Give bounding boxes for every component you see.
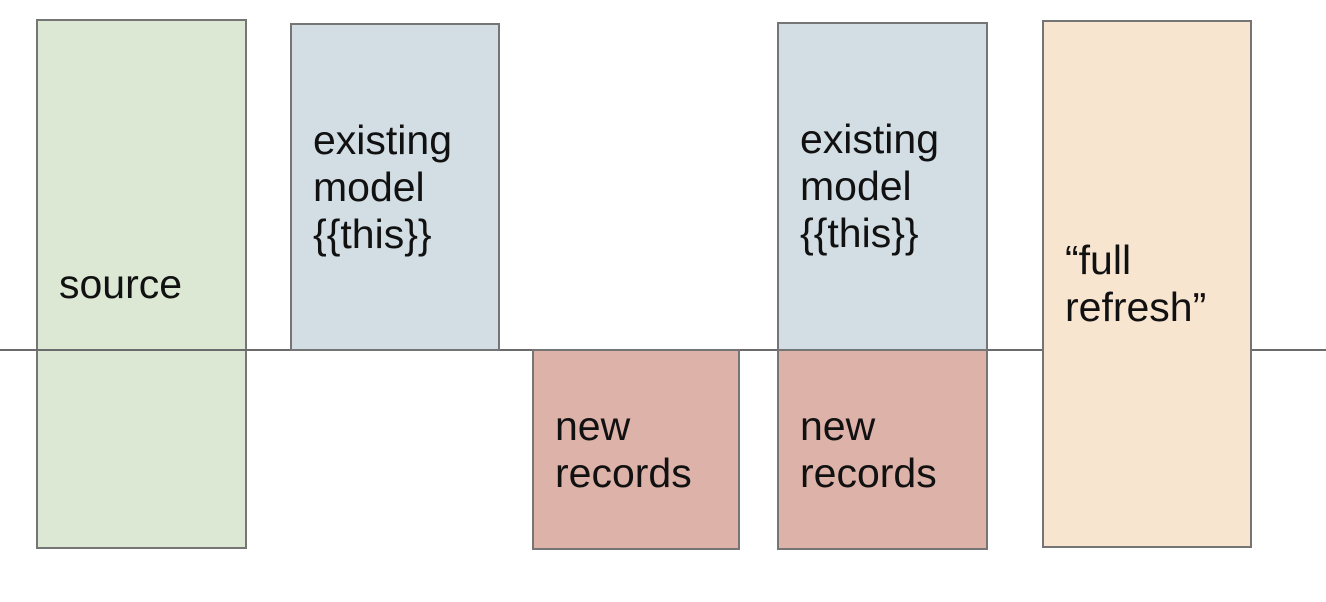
existing-model-box-1: existing model {{this}}	[290, 23, 500, 351]
source-label: source	[59, 260, 183, 307]
full-refresh-label: “full refresh”	[1065, 237, 1207, 330]
full-refresh-box: “full refresh”	[1042, 20, 1252, 548]
new-records-box-1: new records	[532, 349, 740, 550]
existing-model-box-2: existing model {{this}}	[777, 22, 988, 351]
source-box: source	[36, 19, 247, 549]
new-records-box-2: new records	[777, 349, 988, 550]
existing-model-label-1: existing model {{this}}	[313, 116, 453, 257]
existing-model-label-2: existing model {{this}}	[800, 116, 940, 256]
new-records-label-2: new records	[800, 402, 937, 496]
new-records-label-1: new records	[555, 402, 692, 496]
